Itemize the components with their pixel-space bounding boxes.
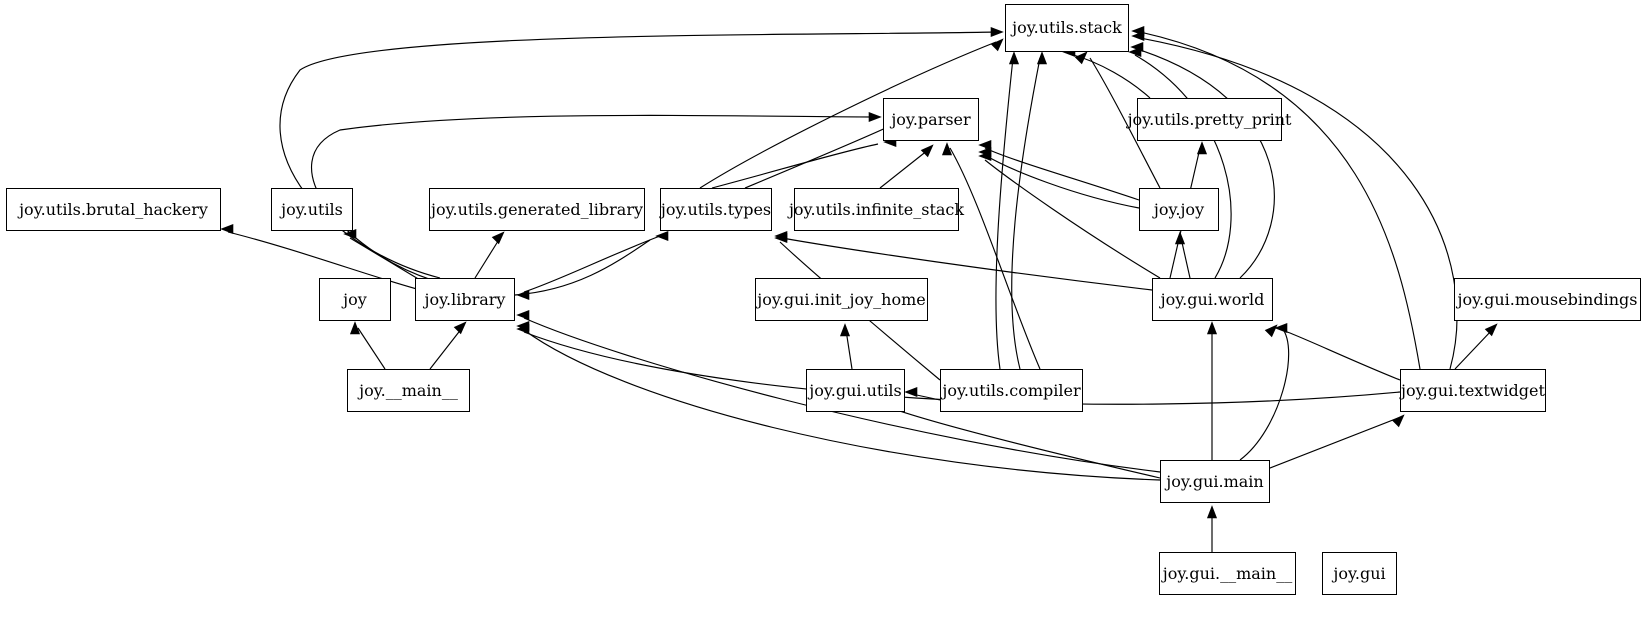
graph-node-utils[interactable]: joy.utils: [271, 188, 353, 231]
graph-edge-gui_main-to-world: [1206, 321, 1218, 460]
graph-edge-library-to-brutal_hackery: [220, 223, 429, 293]
graph-edge-textwidget-to-stack2: [1131, 25, 1421, 370]
graph-node-brutal_hackery[interactable]: joy.utils.brutal_hackery: [6, 188, 221, 231]
graph-edge-textwidget-to-world: [1274, 322, 1401, 381]
graph-node-types[interactable]: joy.utils.types: [660, 188, 772, 231]
graph-node-label: joy.utils.generated_library: [430, 199, 644, 219]
graph-edge-textwidget-to-mousebindings: [1454, 323, 1498, 370]
graph-node-main_mod[interactable]: joy.__main__: [347, 369, 470, 412]
graph-edge-compiler-to-stack2: [1011, 51, 1048, 370]
graph-node-label: joy.joy: [1153, 199, 1205, 219]
graph-node-label: joy.utils.types: [660, 199, 772, 219]
graph-node-label: joy.utils: [281, 199, 343, 219]
graph-node-label: joy.parser: [891, 109, 971, 129]
graph-node-init_joy_home[interactable]: joy.gui.init_joy_home: [755, 278, 928, 321]
graph-edge-world-to-joyjoy: [1174, 231, 1191, 279]
graph-edge-library-to-stack: [279, 26, 1004, 279]
graph-node-label: joy.gui: [1333, 563, 1386, 583]
graph-edge-joyjoy-to-parser: [978, 139, 1140, 201]
graph-node-generated_library[interactable]: joy.utils.generated_library: [429, 188, 645, 231]
graph-node-library[interactable]: joy.library: [415, 278, 515, 321]
graph-edge-compiler-to-parser: [941, 142, 1041, 370]
graph-edge-infinite_stack-to-parser: [879, 144, 934, 189]
graph-node-gui_utils[interactable]: joy.gui.utils: [806, 369, 905, 412]
graph-node-infinite_stack[interactable]: joy.utils.infinite_stack: [789, 188, 964, 231]
graph-edge-compiler-to-stack: [995, 51, 1020, 370]
graph-node-textwidget[interactable]: joy.gui.textwidget: [1400, 369, 1546, 412]
graph-node-gui_main[interactable]: joy.gui.main: [1160, 460, 1270, 503]
graph-node-label: joy.gui.__main__: [1162, 563, 1293, 583]
graph-node-joyjoy[interactable]: joy.joy: [1139, 188, 1219, 231]
graph-edge-library-to-types: [514, 230, 669, 296]
graph-node-mousebindings[interactable]: joy.gui.mousebindings: [1454, 278, 1641, 321]
graph-edge-gui_main-to-world2: [1239, 324, 1290, 461]
graph-edge-main_mod-to-joy: [349, 321, 386, 370]
graph-edge-types-to-parser2: [744, 122, 897, 189]
graph-node-pretty_print[interactable]: joy.utils.pretty_print: [1128, 98, 1291, 141]
graph-node-label: joy.utils.pretty_print: [1127, 109, 1292, 129]
graph-edge-world-to-stack2: [1130, 41, 1275, 279]
graph-node-label: joy.gui.init_joy_home: [757, 289, 926, 309]
graph-edge-main_mod-to-library: [429, 321, 467, 370]
graph-node-gui[interactable]: joy.gui: [1322, 552, 1397, 595]
graph-node-gui_main_mod[interactable]: joy.gui.__main__: [1159, 552, 1296, 595]
graph-edge-library-to-generated_library: [474, 231, 505, 279]
graph-node-label: joy.utils.brutal_hackery: [19, 199, 208, 219]
graph-node-label: joy.utils.stack: [1012, 18, 1122, 37]
graph-edge-types-to-stack: [699, 38, 1004, 189]
graph-edge-gui_main-to-textwidget: [1264, 414, 1405, 471]
graph-edge-world-to-parser: [978, 150, 1161, 279]
graph-node-parser[interactable]: joy.parser: [883, 98, 979, 141]
graph-node-compiler[interactable]: joy.utils.compiler: [940, 369, 1083, 412]
graph-edge-gui_main_mod-to-gui_main: [1206, 505, 1218, 552]
graph-node-label: joy: [343, 289, 367, 309]
graph-edge-joyjoy-to-stack: [1074, 51, 1161, 189]
graph-node-label: joy.gui.mousebindings: [1457, 289, 1638, 309]
graph-node-label: joy.gui.main: [1166, 471, 1264, 491]
graph-edge-gui_main-to-library: [516, 309, 1161, 473]
graph-node-label: joy.gui.utils: [809, 380, 902, 400]
graph-node-label: joy.utils.infinite_stack: [788, 199, 965, 219]
graph-node-label: joy.utils.compiler: [942, 380, 1081, 400]
graph-node-label: joy.gui.textwidget: [1401, 380, 1545, 400]
graph-node-label: joy.gui.world: [1160, 289, 1265, 309]
graph-node-joy[interactable]: joy: [319, 278, 391, 321]
graph-node-world[interactable]: joy.gui.world: [1152, 278, 1273, 321]
graph-node-stack[interactable]: joy.utils.stack: [1005, 4, 1129, 52]
graph-node-label: joy.__main__: [359, 380, 458, 400]
graph-edge-gui_utils-to-init_joy_home: [839, 323, 853, 370]
graph-node-label: joy.library: [424, 289, 506, 309]
graph-edge-textwidget-to-library: [516, 323, 1401, 405]
graph-edge-types-to-library: [516, 235, 661, 301]
